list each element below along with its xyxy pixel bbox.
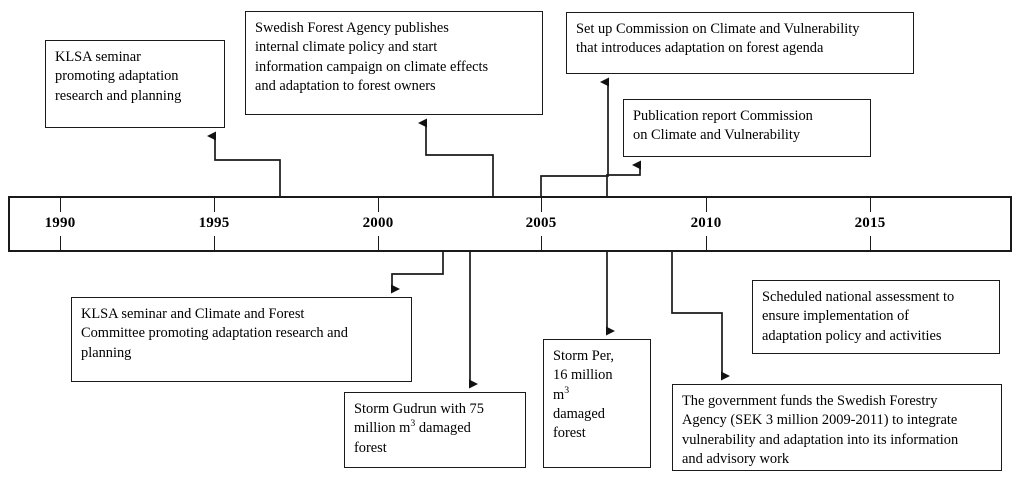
storm-gudrun-line1: Storm Gudrun with 75 [354,401,484,417]
event-box-publication-report-commission[interactable]: Publication report Commission on Climate… [623,99,871,157]
tick-mark-2010-bottom [706,236,708,250]
tick-label-1990: 1990 [44,215,76,231]
storm-per-line1: Storm Per, [553,348,614,364]
connector-swedish-forest-agency [418,118,494,196]
tick-label-2015: 2015 [854,215,886,231]
connector-publication-report [606,160,641,196]
tick-label-1995: 1995 [198,215,230,231]
storm-per-line2: 16 million [553,367,613,384]
storm-gudrun-line2a: million m [354,420,411,437]
tick-mark-2000-bottom [378,236,380,250]
event-box-storm-gudrun[interactable]: Storm Gudrun with 75 million m3 damaged … [344,392,526,468]
tick-label-2005: 2005 [525,215,557,231]
tick-label-2010: 2010 [690,215,722,231]
connector-set-up-commission [540,77,609,196]
storm-gudrun-line2b: damaged [415,420,471,437]
timeline-bar [8,196,1012,252]
storm-gudrun-exponent: 3 [410,418,416,430]
event-box-storm-per[interactable]: Storm Per, 16 million m3 damaged forest [543,339,651,468]
event-box-swedish-forest-agency-policy[interactable]: Swedish Forest Agency publishes internal… [245,11,543,115]
tick-label-2000: 2000 [362,215,394,231]
event-box-klsa-seminar[interactable]: KLSA seminar promoting adaptation resear… [45,40,225,128]
storm-gudrun-line3: forest [354,439,387,456]
tick-mark-1995-bottom [214,236,216,250]
tick-mark-1995-top [214,198,216,212]
tick-mark-1990-top [60,198,62,212]
tick-mark-2010-top [706,198,708,212]
tick-mark-2015-bottom [870,236,872,250]
connector-klsa-seminar [207,131,281,196]
tick-mark-2005-top [541,198,543,212]
connector-klsa-committee [391,252,444,294]
event-box-scheduled-national-assessment[interactable]: Scheduled national assessment to ensure … [752,280,1000,354]
storm-per-line5: forest [553,425,586,442]
tick-mark-1990-bottom [60,236,62,250]
connector-government-funds [671,252,730,381]
tick-mark-2000-top [378,198,380,212]
event-box-set-up-commission[interactable]: Set up Commission on Climate and Vulnera… [566,12,914,74]
event-box-government-funds-agency[interactable]: The government funds the Swedish Forestr… [672,384,1002,471]
event-box-klsa-climate-forest-committee[interactable]: KLSA seminar and Climate and Forest Comm… [71,297,412,382]
tick-mark-2015-top [870,198,872,212]
storm-per-line3: m [553,386,565,403]
storm-per-line4: damaged [553,405,605,422]
storm-per-exponent: 3 [564,384,570,396]
tick-mark-2005-bottom [541,236,543,250]
